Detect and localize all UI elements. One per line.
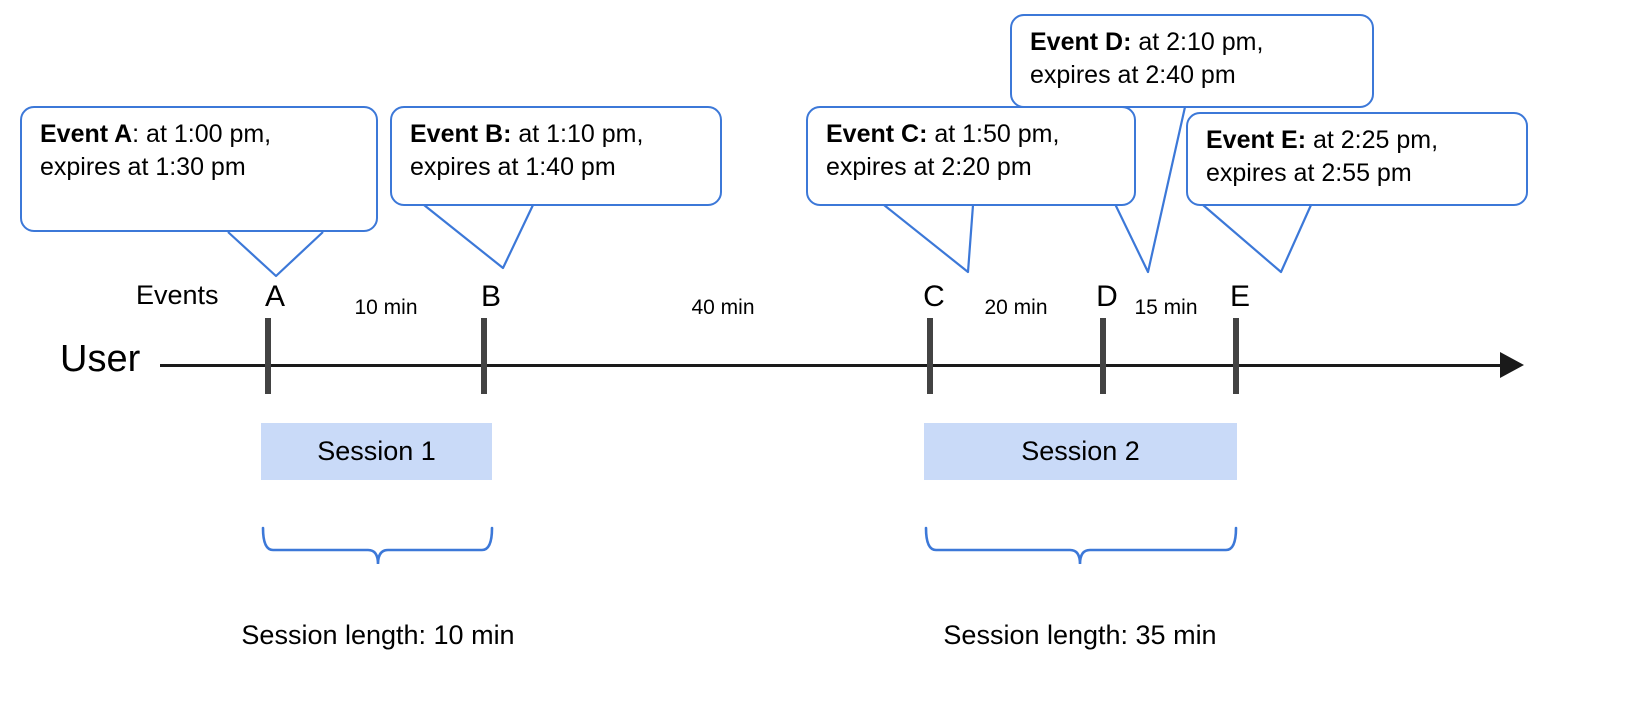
session-length-2: Session length: 35 min — [943, 620, 1217, 650]
callout-tail-a — [227, 231, 324, 278]
session-length-1: Session length: 10 min — [241, 620, 515, 650]
callout-e-line1: Event E: at 2:25 pm, — [1206, 126, 1439, 154]
tick-mark-e[interactable] — [1233, 318, 1239, 394]
callout-c-line2: expires at 2:20 pm — [826, 153, 1032, 182]
gap-label-d-e: 15 min — [1134, 296, 1198, 319]
callout-event-c[interactable]: Event C: at 1:50 pm, expires at 2:20 pm — [806, 106, 1136, 206]
tick-mark-d[interactable] — [1100, 318, 1106, 394]
callout-a-line1: Event A: at 1:00 pm, — [40, 120, 272, 148]
gap-label-a-b: 10 min — [354, 296, 418, 319]
brace-session-1 — [261, 526, 494, 565]
tick-label-b: B — [480, 280, 502, 313]
callout-b-line2: expires at 1:40 pm — [410, 153, 616, 182]
gap-label-c-d: 20 min — [984, 296, 1048, 319]
callout-a-line2: expires at 1:30 pm — [40, 153, 246, 182]
tick-label-d: D — [1096, 280, 1118, 313]
callout-c-line1: Event C: at 1:50 pm, — [826, 120, 1060, 148]
callout-d-line1: Event D: at 2:10 pm, — [1030, 28, 1264, 56]
callout-e-line2: expires at 2:55 pm — [1206, 159, 1412, 188]
tick-label-c: C — [923, 280, 945, 313]
tick-mark-a[interactable] — [265, 318, 271, 394]
axis-arrowhead — [1500, 352, 1524, 378]
user-row-label: User — [60, 338, 141, 380]
callout-d-line2: expires at 2:40 pm — [1030, 61, 1236, 90]
callout-b-line1: Event B: at 1:10 pm, — [410, 120, 644, 148]
callout-event-e[interactable]: Event E: at 2:25 pm, expires at 2:55 pm — [1186, 112, 1528, 206]
callout-tail-b — [423, 204, 534, 270]
session-bar-2-label: Session 2 — [1021, 436, 1140, 466]
callout-event-b[interactable]: Event B: at 1:10 pm, expires at 1:40 pm — [390, 106, 722, 206]
session-bar-1[interactable]: Session 1 — [261, 423, 492, 480]
tick-mark-c[interactable] — [927, 318, 933, 394]
callout-event-a[interactable]: Event A: at 1:00 pm, expires at 1:30 pm — [20, 106, 378, 232]
callout-event-d[interactable]: Event D: at 2:10 pm, expires at 2:40 pm — [1010, 14, 1374, 108]
brace-session-2 — [924, 526, 1238, 565]
timeline-axis — [160, 364, 1508, 367]
session-bar-1-label: Session 1 — [317, 436, 436, 466]
tick-label-e: E — [1229, 280, 1251, 313]
callout-tail-e — [1202, 204, 1313, 274]
session-bar-2[interactable]: Session 2 — [924, 423, 1237, 480]
events-row-label: Events — [136, 280, 219, 310]
tick-mark-b[interactable] — [481, 318, 487, 394]
tick-label-a: A — [264, 280, 286, 313]
gap-label-b-c: 40 min — [691, 296, 755, 319]
callout-tail-c — [883, 204, 975, 274]
